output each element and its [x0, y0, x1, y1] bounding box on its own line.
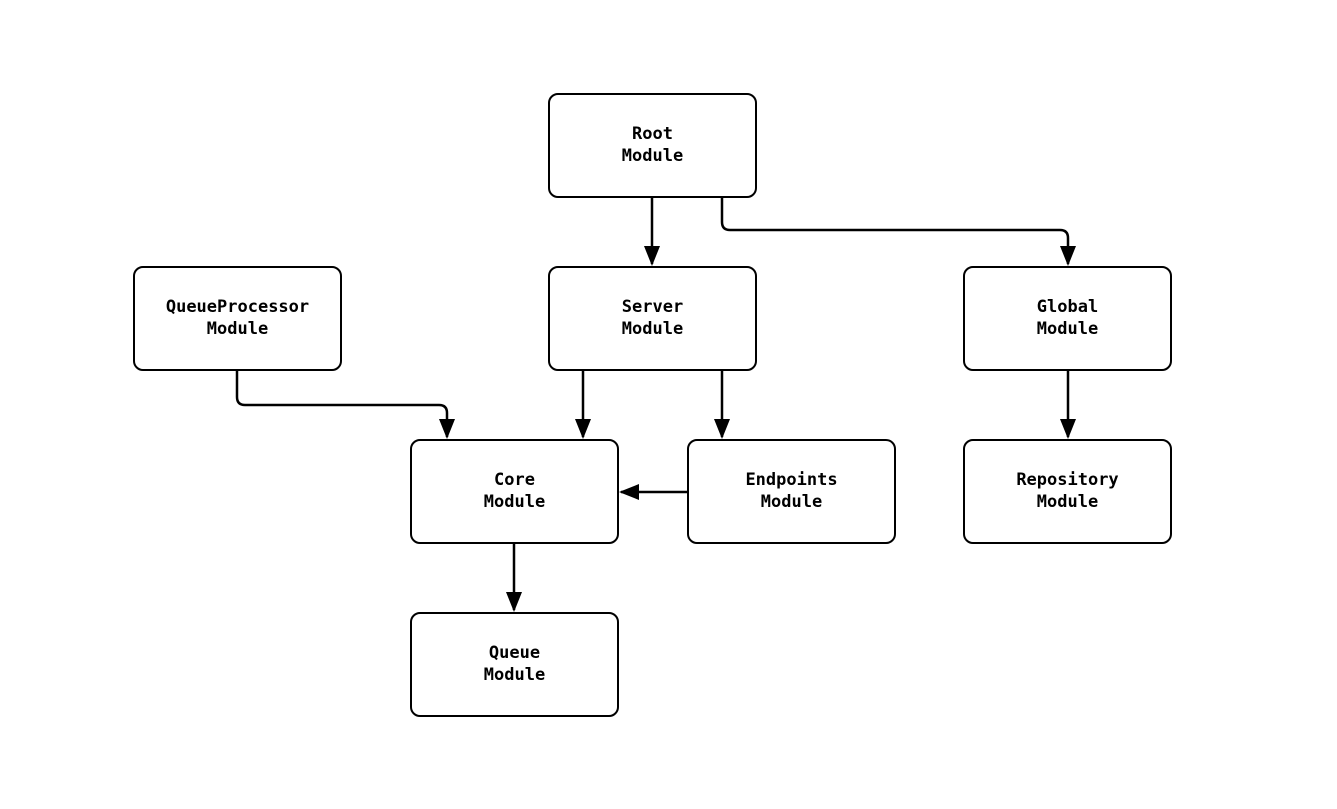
node-label-line: QueueProcessor: [165, 297, 310, 317]
node-core-module: Core Module: [410, 439, 619, 544]
node-root-module: Root Module: [548, 93, 757, 198]
node-endpoints-module: Endpoints Module: [687, 439, 896, 544]
node-repository-module: Repository Module: [963, 439, 1172, 544]
node-server-module: Server Module: [548, 266, 757, 371]
node-label-line: Module: [1036, 318, 1099, 339]
node-label-line: Server: [621, 297, 684, 317]
edge-queueprocessor-to-core: [235, 371, 455, 439]
node-label-line: Endpoints: [745, 470, 838, 490]
node-label-line: Repository: [1016, 470, 1119, 490]
node-label-line: Module: [621, 318, 684, 339]
node-global-module: Global Module: [963, 266, 1172, 371]
node-label-line: Global: [1036, 297, 1099, 317]
node-label-line: Core: [494, 470, 535, 490]
node-label-line: Module: [206, 318, 269, 339]
node-queue-module: Queue Module: [410, 612, 619, 717]
node-label-line: Module: [483, 491, 546, 512]
node-label-line: Root: [632, 124, 673, 144]
node-label-line: Queue: [488, 643, 541, 663]
node-queueprocessor-module: QueueProcessor Module: [133, 266, 342, 371]
node-label-line: Module: [483, 664, 546, 685]
node-label-line: Module: [760, 491, 823, 512]
edge-root-to-global: [720, 198, 1076, 266]
node-label-line: Module: [621, 145, 684, 166]
node-label-line: Module: [1036, 491, 1099, 512]
